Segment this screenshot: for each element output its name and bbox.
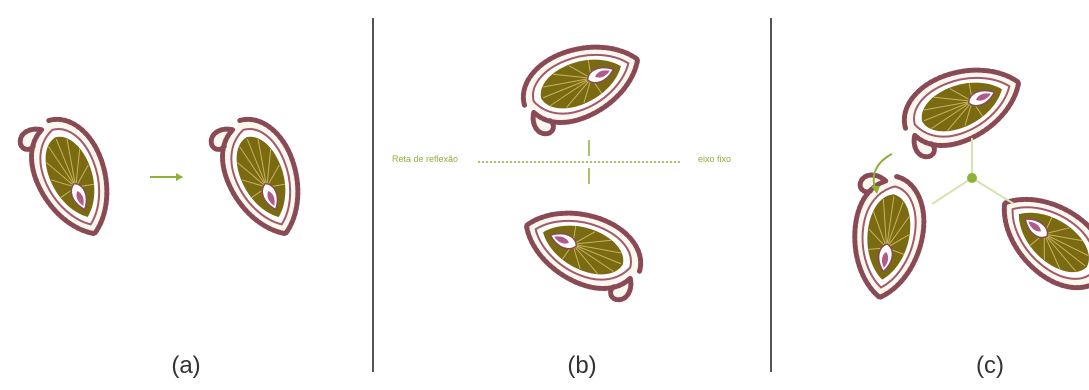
caption-b: (b) <box>567 352 596 380</box>
paisley-motif <box>16 108 126 247</box>
paisley-motif <box>207 108 317 247</box>
panel-a <box>16 108 317 247</box>
axis-left-label: Reta de reflexão <box>392 154 458 164</box>
panel-b <box>478 28 680 304</box>
paisley-motif <box>513 194 652 304</box>
paisley-motif <box>893 51 1032 161</box>
paisley-motif <box>845 172 930 302</box>
paisley-motif <box>512 28 651 138</box>
caption-c: (c) <box>976 352 1004 380</box>
axis-right-label: eixo fixo <box>698 154 731 164</box>
panel-c <box>845 51 1089 305</box>
arrow-right-icon <box>150 173 183 181</box>
caption-a: (a) <box>171 352 200 380</box>
